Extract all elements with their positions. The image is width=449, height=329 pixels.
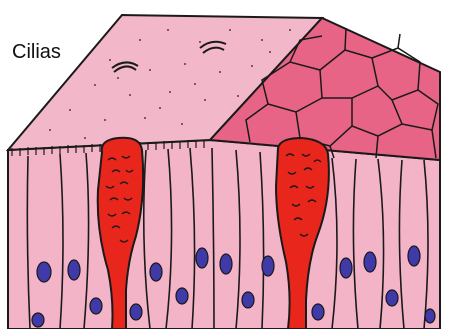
- nucleus-icon: [386, 290, 398, 306]
- cilia-label: Cilias: [12, 41, 61, 63]
- nucleus-icon: [364, 252, 376, 272]
- nucleus-icon: [37, 262, 51, 282]
- nucleus-icon: [32, 313, 44, 327]
- nucleus-icon: [425, 309, 435, 323]
- nucleus-icon: [130, 304, 142, 320]
- nucleus-icon: [312, 304, 324, 320]
- nucleus-icon: [242, 292, 254, 308]
- nucleus-icon: [90, 298, 102, 314]
- nucleus-icon: [176, 288, 188, 304]
- nucleus-icon: [340, 258, 352, 278]
- nucleus-icon: [150, 263, 162, 281]
- nucleus-icon: [408, 246, 420, 266]
- nucleus-icon: [68, 260, 80, 280]
- nucleus-icon: [196, 248, 208, 268]
- nucleus-icon: [220, 254, 232, 274]
- tissue-body: [8, 140, 440, 329]
- nucleus-icon: [262, 256, 274, 276]
